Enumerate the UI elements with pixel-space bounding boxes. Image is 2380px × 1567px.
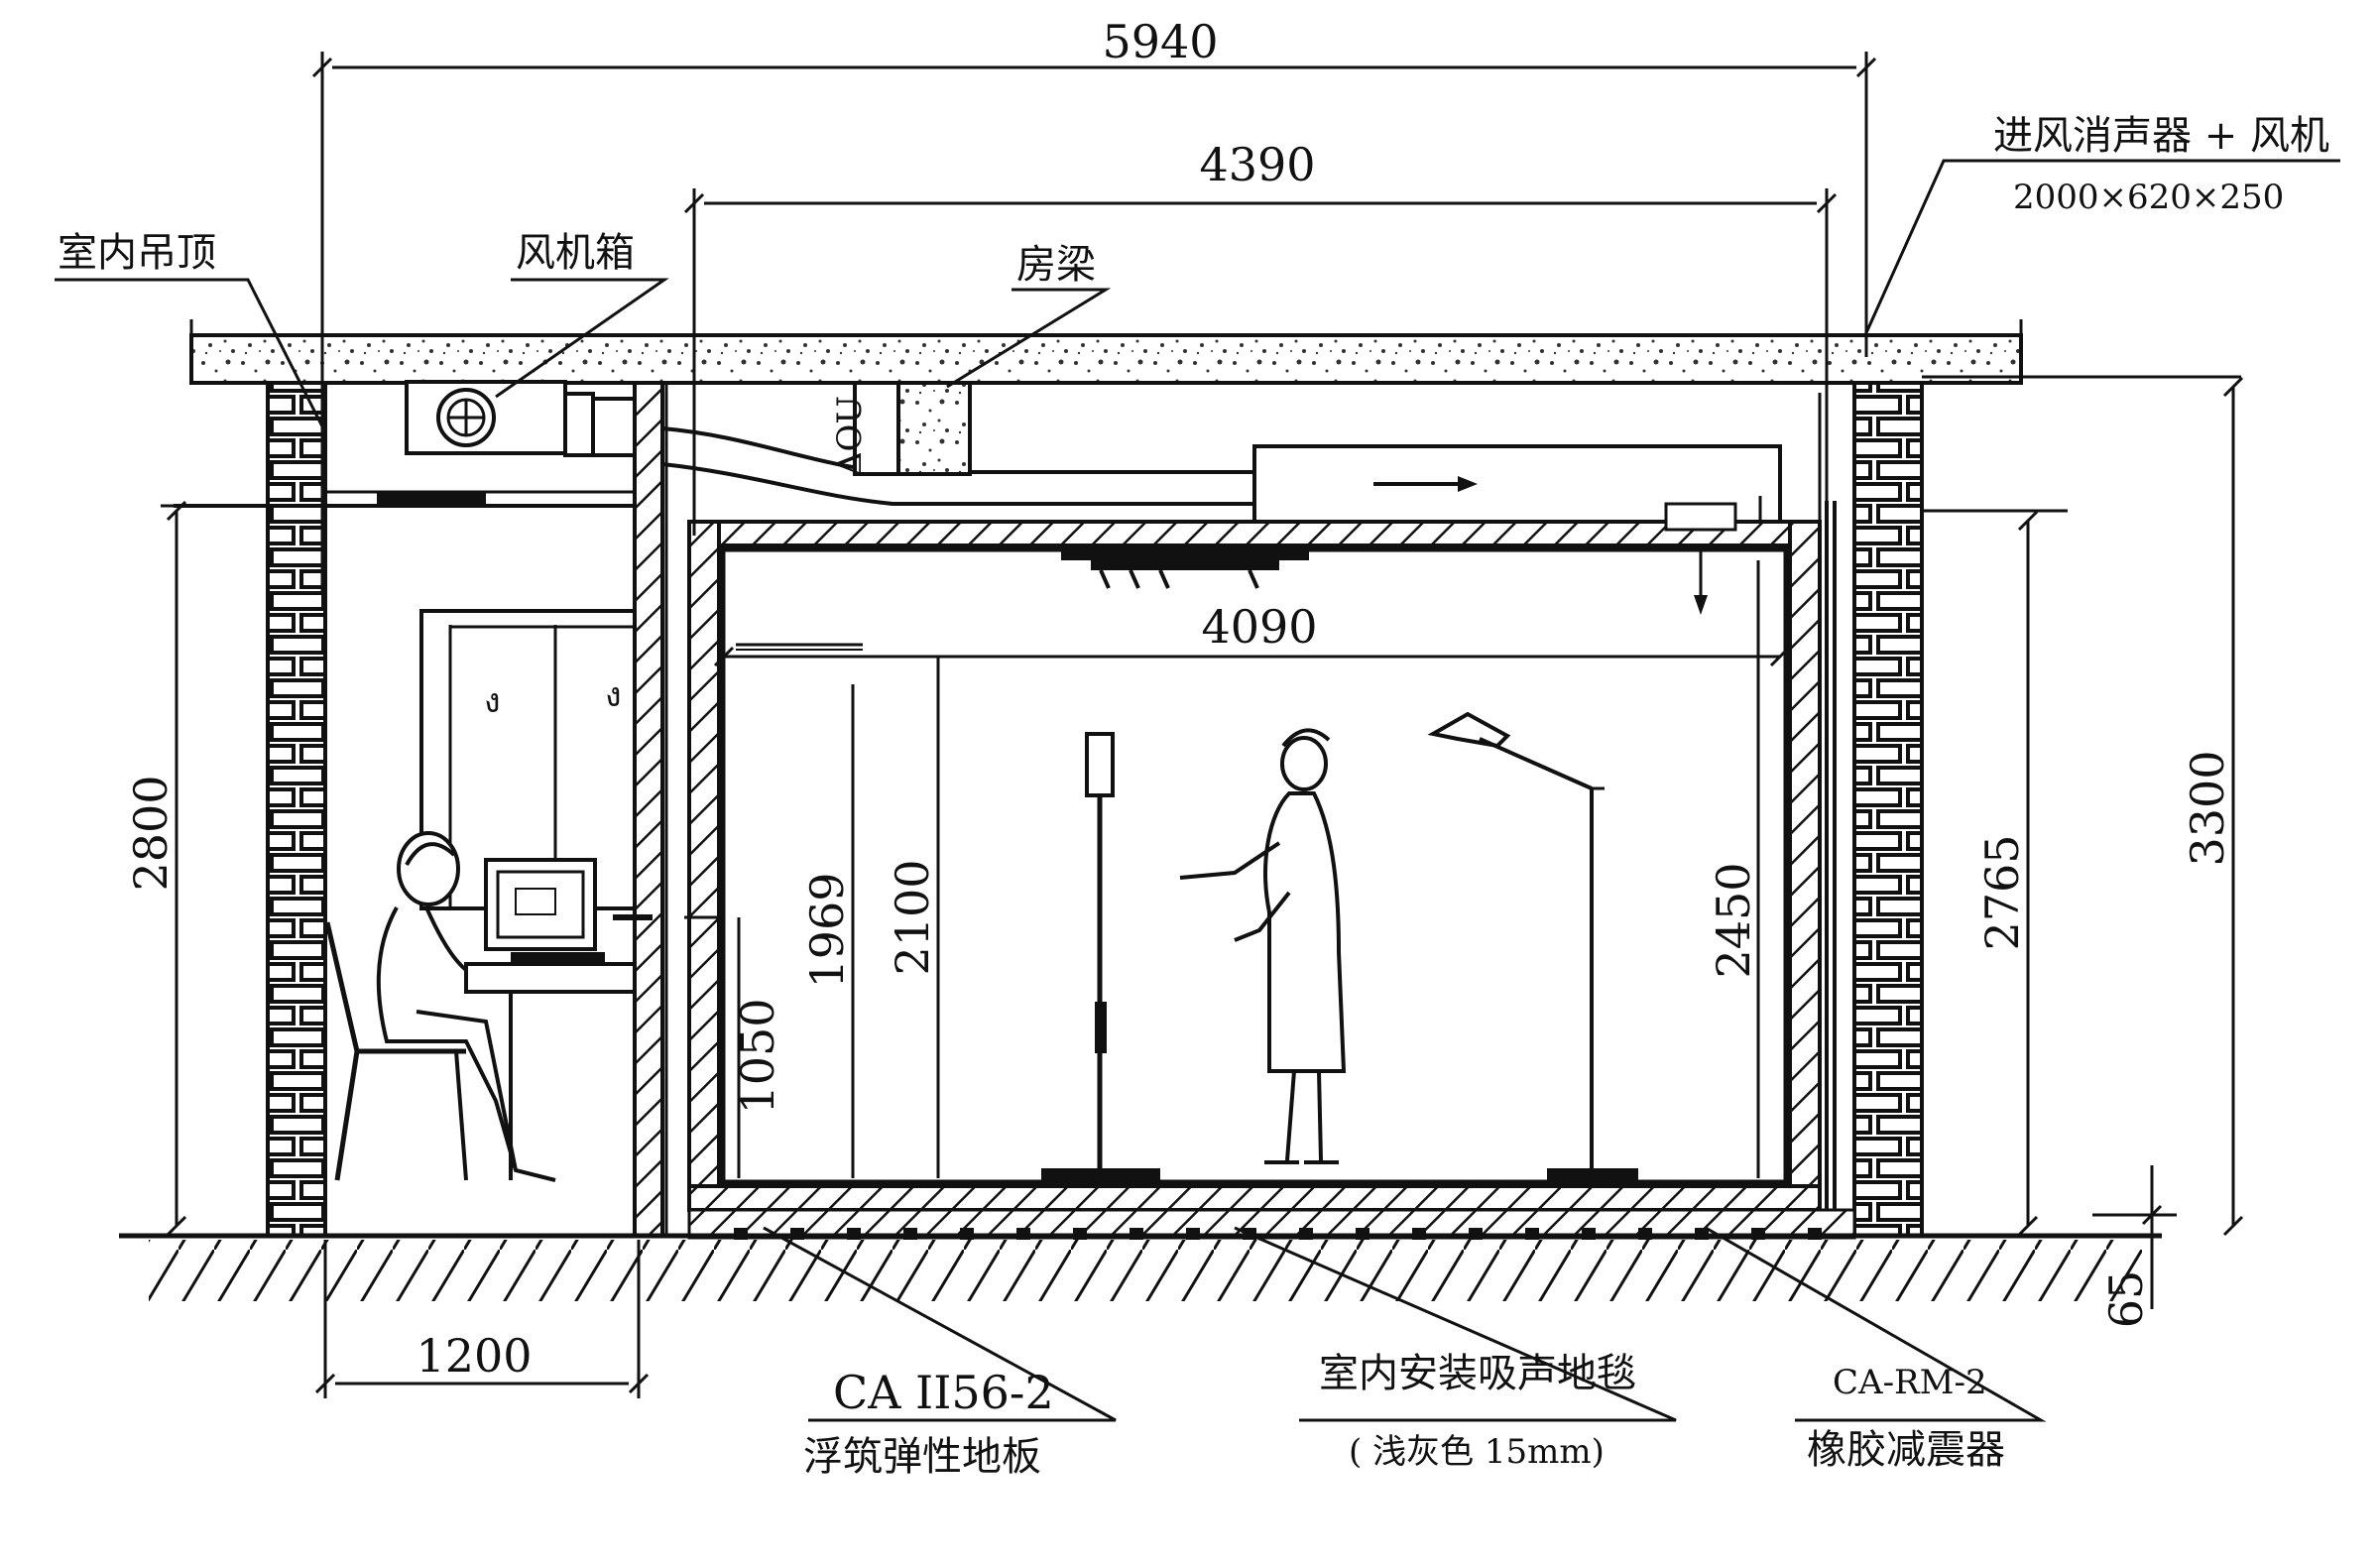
label-rubber-model: CA-RM-2 (1833, 1363, 1987, 1402)
ground (119, 1233, 2162, 1301)
label-inlet-size: 2000×620×250 (2013, 178, 2284, 217)
label-carpet-desc: ( 浅灰色 15mm) (1349, 1432, 1605, 1472)
dimension-tick (1855, 57, 1877, 78)
dimension-tick (713, 646, 735, 667)
suspended-ceiling (174, 490, 635, 508)
svg-text:ง: ง (605, 675, 622, 715)
dimension-lines (161, 52, 2241, 1398)
fan-box (405, 380, 595, 457)
test-person (1179, 728, 1347, 1164)
inlet-silencer (1252, 393, 1822, 532)
svg-text:ง: ง (484, 681, 501, 721)
partition-wall (633, 381, 668, 1238)
label-fan-box: 风机箱 (516, 230, 635, 276)
dimension-tick (2017, 510, 2039, 532)
svg-text:ΔOU: ΔOU (830, 396, 870, 476)
dim-outer-height: 2765 (1975, 834, 2029, 950)
label-ceiling: 室内吊顶 (58, 230, 216, 276)
dim-floor-offset: 65 (2099, 1270, 2153, 1329)
dim-control-room-height: 2800 (124, 775, 178, 891)
dim-control-room-width: 1200 (416, 1329, 532, 1383)
dim-inner-width: 4090 (1201, 600, 1317, 654)
dim-stand-height: 1969 (800, 872, 854, 988)
dimension-tick (2017, 1215, 2039, 1237)
dim-total-width: 5940 (1102, 15, 1218, 68)
right-brick-wall (1852, 381, 1924, 1238)
dimension-tick (628, 1373, 650, 1394)
dim-room-width: 4390 (1199, 138, 1315, 191)
door-opening (684, 643, 863, 919)
label-beam: 房梁 (1016, 242, 1096, 288)
anechoic-room-shell (687, 501, 1837, 1220)
dimension-tick (2222, 1215, 2244, 1237)
label-floor-desc: 浮筑弹性地板 (803, 1434, 1041, 1480)
dimension-tick (683, 192, 705, 214)
dimension-tick (311, 57, 333, 78)
label-inlet-title: 进风消声器 + 风机 (1993, 113, 2329, 159)
desk-monitor (464, 858, 653, 1180)
dimension-tick (2222, 376, 2244, 398)
dimension-tick (166, 500, 187, 522)
left-brick-wall (266, 381, 327, 1238)
operator-person (324, 831, 556, 1182)
leader-lines (55, 159, 2340, 1422)
roof-slab (189, 319, 2023, 385)
floating-floor (687, 1208, 1856, 1240)
dim-door-height: 2100 (886, 859, 939, 975)
air-diffuser (1061, 548, 1708, 615)
dimension-tick (314, 1373, 336, 1394)
label-carpet-title: 室内安装吸声地毯 (1319, 1351, 1636, 1396)
dim-window-height: 1050 (731, 998, 784, 1114)
house-beam: ΔOU (830, 381, 972, 476)
measurement-stand (1041, 732, 1160, 1180)
label-rubber-desc: 橡胶减震器 (1807, 1427, 2005, 1473)
dimension-tick (1769, 646, 1791, 667)
dimension-tick (2141, 1204, 2163, 1226)
dimension-tick (1816, 192, 1838, 214)
dimension-tick (166, 1215, 187, 1237)
lamp-stand (1427, 711, 1638, 1180)
dim-inner-height: 2450 (1707, 862, 1760, 978)
dim-total-height: 3300 (2181, 750, 2234, 866)
label-floor-model: CA II56-2 (833, 1366, 1054, 1419)
